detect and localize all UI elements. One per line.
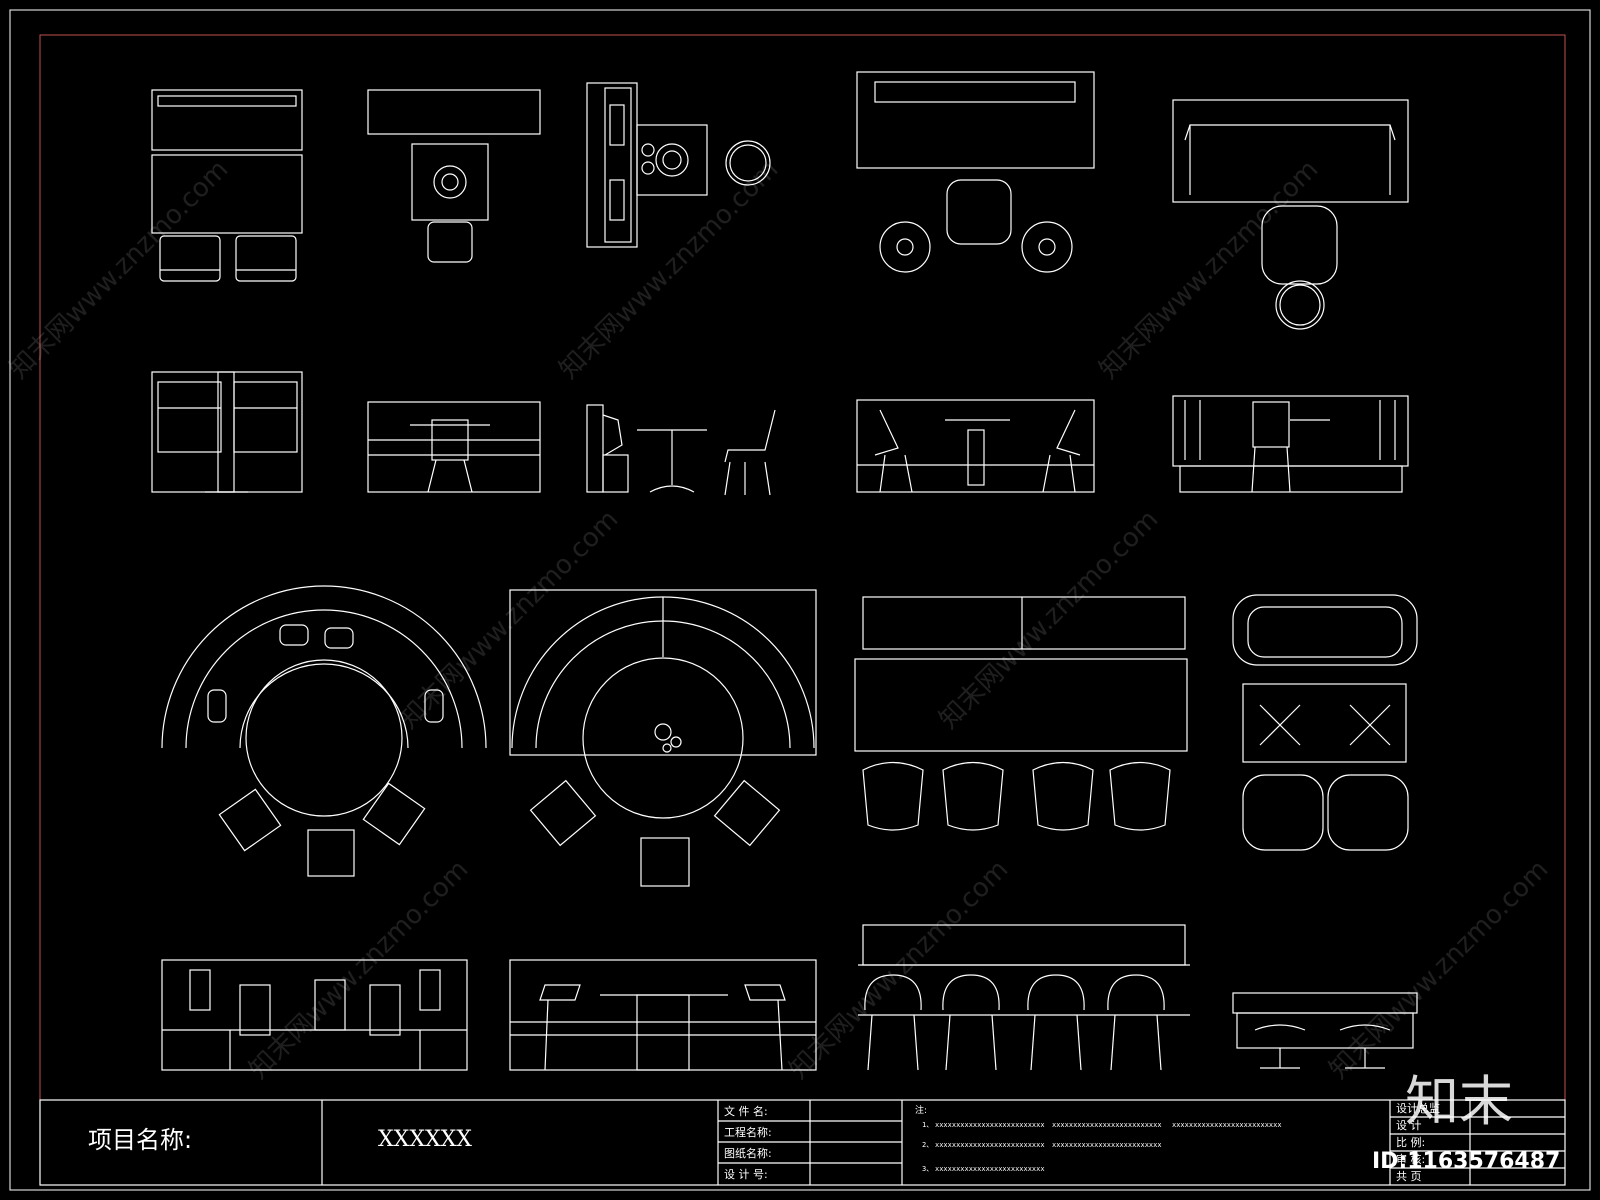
design-director-label: 设计总监 (1396, 1101, 1440, 1115)
scale-label: 比 例: (1396, 1135, 1425, 1149)
lounge-plan-2 (1172, 99, 1409, 330)
project-name-value: XXXXXX (378, 1127, 472, 1152)
watermark-id: ID:1163576487 (1372, 1149, 1560, 1174)
sheet-name-label: 图纸名称: (724, 1146, 772, 1160)
reviewer-label: 审 核: (1396, 1152, 1425, 1166)
lounge-elevation-2 (1172, 395, 1409, 493)
side-booth-elevation (586, 404, 776, 496)
page-count-label: 共 页 (1396, 1170, 1422, 1183)
note-line: xxxxxxxxxxxxxxxxxxxxxxxxxx (1052, 1141, 1162, 1149)
watermark-text: 知末网www.znzmo.com (784, 854, 1015, 1085)
outer-frame (9, 9, 1591, 1191)
round-booth-elevation-2 (509, 959, 817, 1071)
booth-elevation-1 (151, 371, 303, 493)
note-line: xxxxxxxxxxxxxxxxxxxxxxxxxx (935, 1141, 1045, 1149)
note-line: xxxxxxxxxxxxxxxxxxxxxxxxxx (935, 1165, 1045, 1173)
watermark-text: 知末网www.znzmo.com (1324, 854, 1555, 1085)
design-number-label: 设 计 号: (724, 1168, 768, 1181)
lounge-elevation-1 (856, 399, 1095, 493)
watermark-text: 知末网www.znzmo.com (934, 504, 1165, 735)
watermark-text: 知末网www.znzmo.com (394, 504, 625, 735)
note-prefix-1: 1、 (922, 1121, 933, 1129)
project-title-label: 工程名称: (724, 1125, 772, 1139)
bench-four-chair-plan (854, 596, 1188, 831)
note-line: xxxxxxxxxxxxxxxxxxxxxxxxxx (1052, 1121, 1162, 1129)
hotpot-table-plan (367, 89, 541, 263)
bench-four-chair-elevation (858, 924, 1190, 1071)
round-booth-plan-1 (161, 585, 487, 877)
loveseat-elevation (1232, 992, 1418, 1069)
side-booth-plan (586, 82, 771, 248)
lounge-plan-1 (856, 71, 1095, 273)
watermark-logo: 知末 (1405, 1070, 1513, 1133)
note-line: xxxxxxxxxxxxxxxxxxxxxxxxxx (1172, 1121, 1282, 1129)
note-line: xxxxxxxxxxxxxxxxxxxxxxxxxx (935, 1121, 1045, 1129)
round-booth-elevation-1 (161, 959, 468, 1071)
watermark-text: 知末网www.znzmo.com (554, 154, 785, 385)
file-name-label: 文 件 名: (724, 1104, 768, 1118)
hotpot-elevation (367, 401, 541, 493)
project-name-label: 项目名称: (88, 1126, 192, 1154)
note-prefix-3: 3、 (922, 1165, 933, 1173)
note-prefix-2: 2、 (922, 1141, 933, 1149)
booth-plan-1 (151, 89, 303, 282)
notes-label: 注: (915, 1104, 927, 1116)
loveseat-two-chair-plan (1232, 594, 1418, 851)
round-booth-plan-2 (509, 589, 817, 887)
watermark-text: 知末网www.znzmo.com (1094, 154, 1325, 385)
designer-label: 设 计 (1396, 1119, 1422, 1132)
title-block (39, 1099, 1566, 1186)
